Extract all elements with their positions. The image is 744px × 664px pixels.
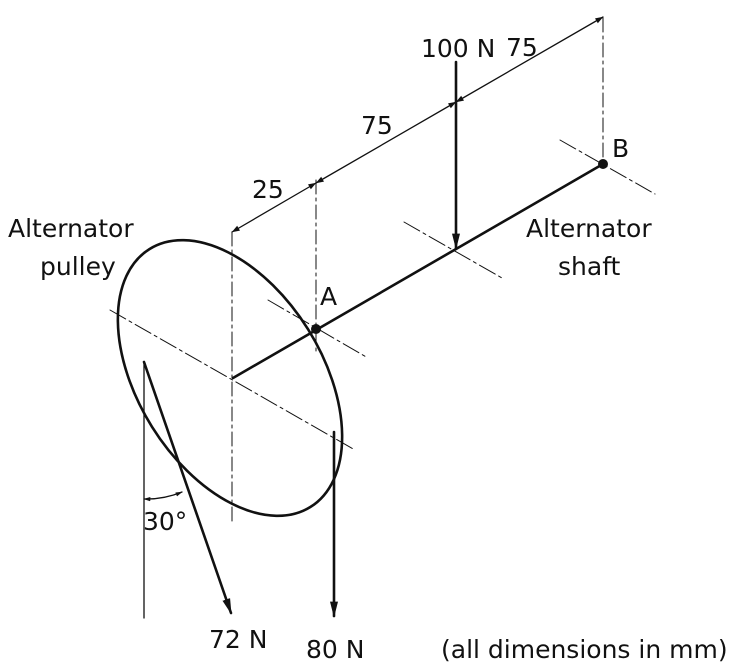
force-arrow-72n [142, 360, 233, 615]
shaft-label-line1: Alternator [526, 214, 652, 243]
dimension-line-75-mid [315, 101, 457, 184]
force-72n-label: 72 N [209, 625, 267, 654]
pulley-centerline-major [109, 309, 356, 451]
point-b-marker [598, 159, 608, 169]
point-a-marker [311, 324, 321, 334]
dimension-label-25: 25 [252, 175, 284, 204]
pulley-label-line1: Alternator [8, 214, 134, 243]
units-note: (all dimensions in mm) [441, 635, 728, 664]
alternator-shaft [231, 162, 605, 380]
load-point-crossline [403, 221, 503, 279]
alternator-pulley [109, 238, 356, 518]
dimension-line-75-top [455, 16, 604, 103]
pulley-label-line2: pulley [40, 252, 116, 281]
dimension-label-75-mid: 75 [361, 111, 393, 140]
point-b-crossline [559, 139, 656, 195]
angle-label: 30° [143, 507, 187, 536]
point-b-label: B [612, 134, 629, 163]
dimension-label-75-top: 75 [506, 33, 538, 62]
force-80n-label: 80 N [306, 635, 364, 664]
dimension-line-25 [231, 182, 317, 233]
shaft-label-line2: shaft [558, 252, 621, 281]
point-a-label: A [320, 282, 337, 311]
angle-arc-30 [143, 491, 183, 502]
pulley-ellipse [116, 238, 344, 518]
force-100n-label: 100 N [421, 34, 495, 63]
